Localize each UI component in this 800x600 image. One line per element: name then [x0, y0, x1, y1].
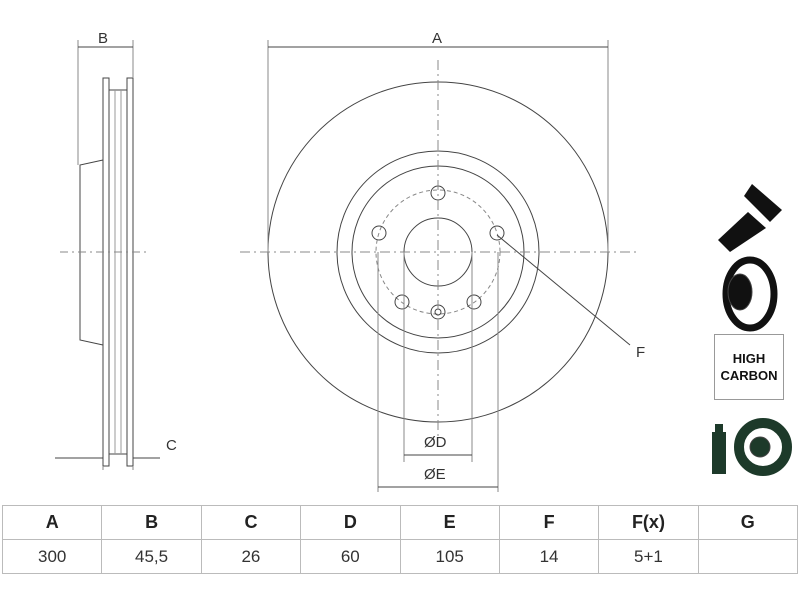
value-cell: 60: [300, 539, 401, 574]
brake-disc-icon: [722, 256, 778, 332]
header-cell: F(x): [598, 505, 699, 540]
dim-label-a: A: [432, 30, 443, 47]
header-cell: G: [697, 505, 799, 540]
dim-label-c: C: [166, 437, 177, 454]
front-view: [240, 40, 640, 492]
dim-label-e: ØE: [424, 466, 446, 483]
brake-disc-drawing: [55, 40, 792, 492]
header-cell: D: [300, 505, 401, 540]
table-row: 300 45,5 26 60 105 14 5+1: [1, 539, 799, 574]
header-cell: B: [101, 505, 202, 540]
dimensions-table: A B C D E F F(x) G 300 45,5 26 60 105 14…: [1, 505, 799, 574]
high-carbon-badge: HIGH CARBON: [714, 334, 784, 400]
value-cell: 300: [1, 539, 103, 574]
dim-label-b: B: [98, 30, 109, 47]
header-cell: E: [399, 505, 500, 540]
table-header-row: A B C D E F F(x) G: [1, 505, 799, 540]
badge-line-1: HIGH: [732, 351, 766, 366]
value-cell: 26: [200, 539, 302, 574]
value-cell: [697, 539, 799, 574]
dim-label-f: F: [636, 344, 646, 361]
dim-label-d: ØD: [424, 434, 447, 451]
coating-spray-icon: [712, 418, 792, 476]
header-cell: A: [1, 505, 103, 540]
screw-icon: [718, 184, 782, 252]
value-cell: 5+1: [598, 539, 699, 574]
badge-line-2: CARBON: [720, 368, 778, 383]
value-cell: 45,5: [101, 539, 202, 574]
value-cell: 14: [498, 539, 600, 574]
side-view: [55, 40, 160, 470]
header-cell: F: [498, 505, 600, 540]
header-cell: C: [200, 505, 302, 540]
value-cell: 105: [399, 539, 500, 574]
